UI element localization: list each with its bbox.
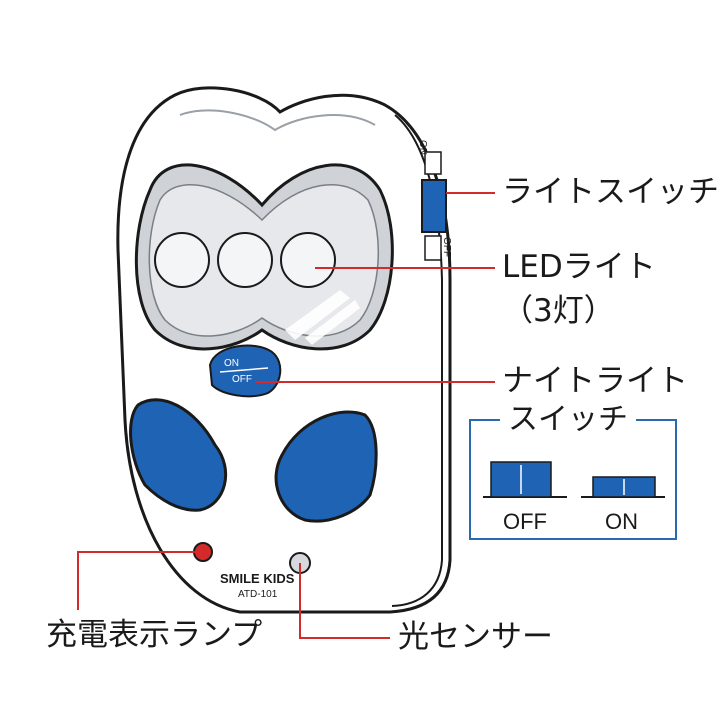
led-bulb [154, 232, 210, 288]
right-grip-pad [274, 410, 378, 523]
legend-on-switch [581, 476, 665, 498]
label-night-light: ナイトライト [502, 363, 688, 399]
brand-name: SMILE KIDS [220, 571, 295, 586]
lamp-shine [285, 290, 360, 345]
left-grip-pad [129, 398, 228, 512]
led-bulb [280, 232, 336, 288]
label-light-sensor: 光センサー [398, 619, 553, 655]
night-light-button[interactable]: ON OFF [208, 344, 282, 398]
legend-title: スイッチ [500, 405, 636, 435]
label-led-light: LEDライト [502, 249, 656, 285]
device-body [116, 86, 452, 614]
night-button-on-text: ON [224, 358, 239, 369]
led-bulb [217, 232, 273, 288]
legend-off-label: OFF [503, 509, 547, 534]
legend-on-label: ON [605, 509, 638, 534]
light-switch-off-text: OFF [441, 237, 452, 257]
legend-off-switch [483, 461, 567, 498]
light-switch[interactable]: ON OFF [417, 140, 452, 261]
model-number: ATD-101 [238, 589, 278, 600]
legend-switch-graphics [483, 461, 665, 498]
label-charge-lamp: 充電表示ランプ [46, 617, 263, 653]
leader-light-sensor [299, 563, 390, 639]
night-button-off-text: OFF [232, 374, 252, 385]
label-led-light-count: （3灯） [502, 293, 615, 329]
light-switch-on-text: ON [417, 140, 428, 155]
label-light-switch: ライトスイッチ [502, 174, 719, 210]
leader-charge-lamp [77, 551, 203, 610]
